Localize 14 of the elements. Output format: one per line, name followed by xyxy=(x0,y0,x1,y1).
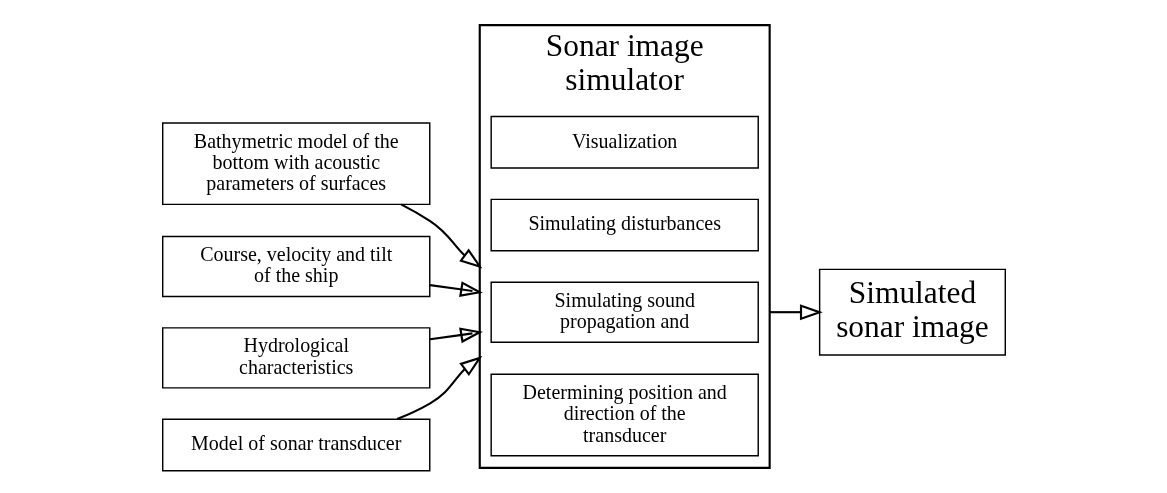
arrow xyxy=(429,281,483,297)
node-box: Hydrological characteristics xyxy=(161,327,430,389)
node-box: Bathymetric model of the bottom with acoustic parameters of surfaces xyxy=(161,122,430,206)
node-box: Simulating disturbances xyxy=(489,198,759,252)
node-box: Visualization xyxy=(489,115,759,169)
node-box: Model of sonar transducer xyxy=(161,418,430,472)
node-box: Determining position and direction of the transducer xyxy=(489,373,759,457)
node-box: Simulating sound propagation and xyxy=(489,281,759,343)
node-box: Course, velocity and tilt of the ship xyxy=(161,235,430,298)
arrow xyxy=(396,355,482,421)
arrow xyxy=(769,304,823,321)
node-box: Simulated sonar image xyxy=(818,268,1006,356)
arrow xyxy=(400,203,482,269)
arrow xyxy=(429,327,483,344)
